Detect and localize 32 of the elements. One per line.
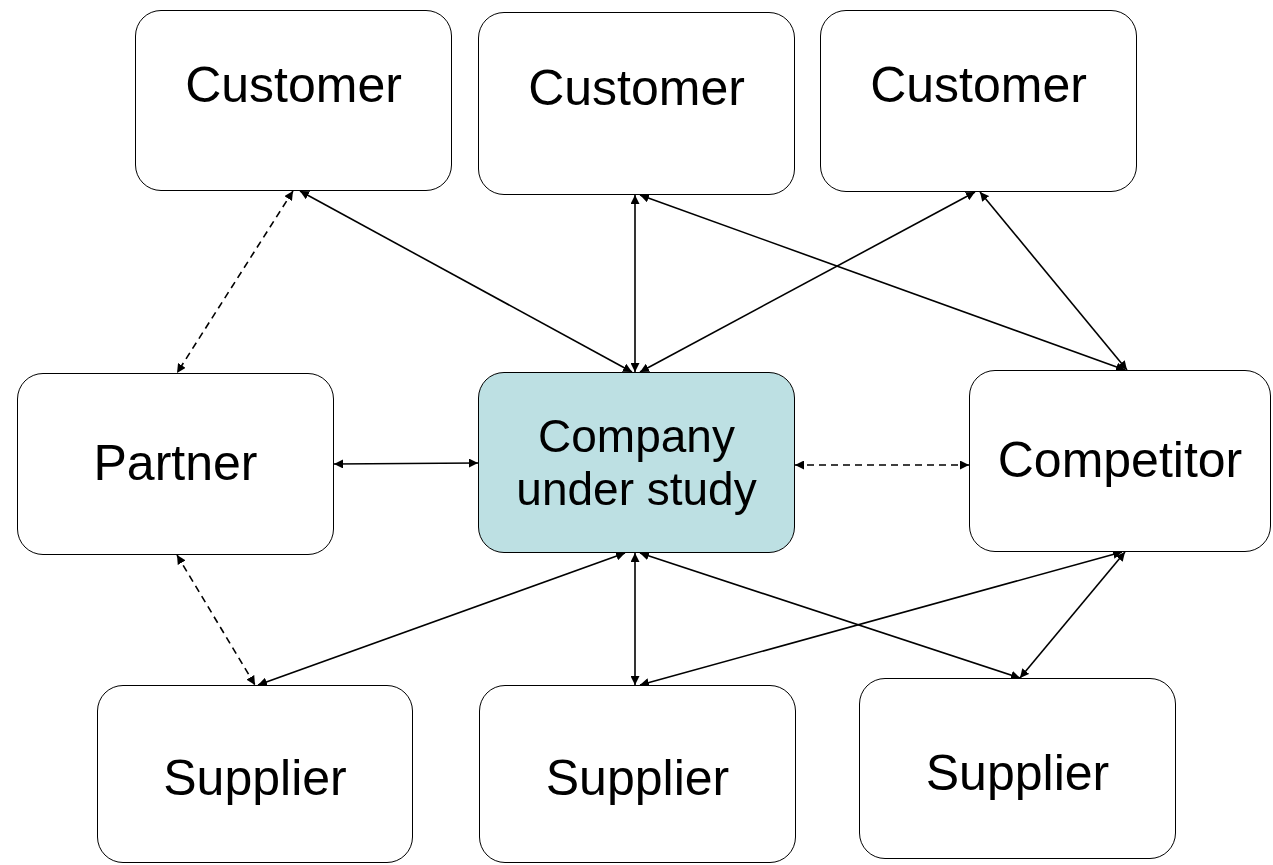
double-arrow (639, 551, 1021, 680)
double-arrow (630, 194, 640, 373)
double-arrow (333, 458, 479, 469)
node-label: Supplier (163, 750, 347, 808)
double-arrow (1019, 551, 1126, 679)
double-arrow (979, 191, 1128, 371)
double-arrow (176, 554, 256, 686)
node-label: Partner (93, 435, 258, 493)
node-label: Customer (870, 57, 1087, 115)
rounded-box (859, 678, 1176, 859)
rounded-box (17, 373, 334, 555)
rounded-box (135, 10, 452, 191)
node-label: Competitor (997, 432, 1243, 490)
rounded-box (478, 12, 795, 195)
node-label: Customer (528, 59, 745, 118)
double-arrow (639, 550, 1123, 687)
rounded-box (479, 685, 796, 863)
double-arrow (257, 551, 626, 687)
double-arrow (639, 191, 976, 373)
rounded-box (97, 685, 413, 863)
node-label: Customer (185, 56, 402, 115)
rounded-box (478, 372, 795, 553)
node-label: Supplier (545, 750, 730, 808)
node-label: Company under study (515, 409, 758, 516)
double-arrow (639, 193, 1126, 372)
double-arrow (630, 552, 640, 686)
double-arrow (794, 460, 970, 470)
rounded-box (820, 10, 1137, 192)
node-label: Supplier (925, 744, 1110, 803)
rounded-box (969, 370, 1271, 552)
double-arrow (176, 190, 294, 374)
double-arrow (299, 190, 633, 373)
